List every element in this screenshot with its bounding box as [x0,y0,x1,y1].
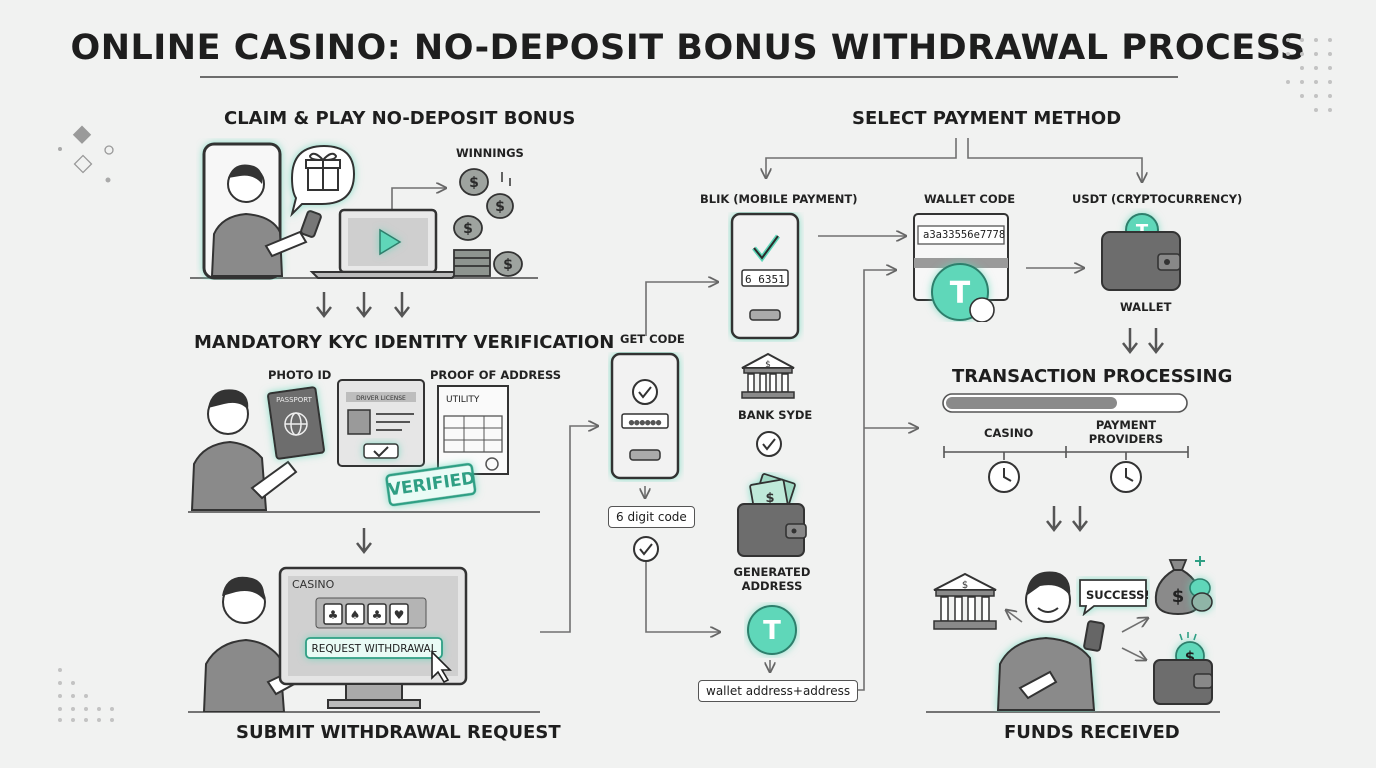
person-in-phone [210,164,322,277]
person-at-monitor [202,576,322,712]
person-with-passport [190,389,298,511]
casino-label: CASINO [984,426,1034,440]
bank-icon: $ [741,352,795,399]
success-bubble [1079,579,1147,616]
svg-text:$: $ [1185,648,1195,666]
wallet-code-label: WALLET CODE [924,192,1016,206]
svg-text:♥: ♥ [394,608,405,622]
check-icon [633,536,659,562]
down-arrows-to-processing [1122,328,1164,355]
request-withdrawal-text[interactable]: REQUEST WITHDRAWAL [311,643,436,655]
monitor-brand: CASINO [292,578,335,591]
globe-icon [284,412,308,436]
usdt-label: USDT (CRYPTOCURRENCY) [1072,192,1243,206]
wallet-with-cash-icon: $ [737,473,807,557]
six-digit-code-field[interactable]: 6 digit code [608,506,695,528]
cursor-icon [431,650,452,684]
bank-side-label: BANK SYDE [738,408,813,422]
svg-text:♣: ♣ [328,608,339,622]
passport-text: PASSPORT [276,396,313,404]
submit-illustration: CASINO ♣ ♠ ♣ ♥ REQUEST WITHDRAWAL [202,566,468,712]
down-arrows-to-received [1046,506,1088,533]
wallet-address-field[interactable]: wallet address+address [698,680,859,702]
check-icon [756,431,782,457]
driver-license-card [337,379,425,467]
happy-person-illustration [996,571,1105,711]
license-check-button [363,443,399,459]
blik-phone [730,212,800,340]
tether-icon: T [950,276,971,311]
wallet-with-coins-icon: $ [1153,632,1213,705]
laptop [309,208,461,279]
clock-icon [1110,461,1142,493]
svg-text:$: $ [1172,586,1185,607]
svg-text:$: $ [495,199,505,215]
payment-heading: SELECT PAYMENT METHOD [852,108,1122,129]
request-withdrawal-button [305,637,443,659]
kyc-illustration: PASSPORT DRIVER LICENSE UTILITY VERIFIED [190,379,509,511]
clock-icon [988,461,1020,493]
winnings-label: WINNINGS [456,146,524,160]
play-icon [379,228,402,256]
submit-heading: SUBMIT WITHDRAWAL REQUEST [236,722,561,743]
svg-text:$: $ [765,360,771,370]
down-arrows-to-kyc [316,292,410,319]
processing-timeline [943,446,1189,493]
verified-stamp [385,463,477,507]
gift-icon [305,152,341,191]
wallet-label: WALLET [1120,300,1172,314]
claim-heading: CLAIM & PLAY NO-DEPOSIT BONUS [224,108,576,129]
get-code-phone: ●●●●●● [610,352,680,480]
passport-icon [267,386,325,460]
svg-text:$: $ [765,491,774,506]
photo-id-label: PHOTO ID [268,368,332,382]
tether-icon: T [747,605,797,655]
money-bag-icon: $ [1154,556,1213,616]
decorative-dot-cluster [58,668,114,722]
bank-icon: $ [933,572,997,630]
down-arrow-to-submit [356,528,372,555]
wallet-code-window: T [913,213,1009,322]
blik-label: BLIK (MOBILE PAYMENT) [700,192,858,206]
get-code-label: GET CODE [620,332,685,346]
license-text: DRIVER LICENSE [356,395,406,402]
svg-text:$: $ [962,580,968,591]
svg-text:T: T [763,616,781,646]
success-text: SUCCESS! [1086,588,1150,602]
utility-text: UTILITY [446,395,480,405]
claim-illustration: $ $ $ $ [202,142,523,280]
decorative-diamond-shapes [58,125,114,183]
decorative-dot-grid [1286,38,1332,112]
title-divider [200,76,1178,78]
progress-bar [942,393,1188,413]
blik-code: 6 6351 [745,273,785,286]
wallet-code-value: a3a33556e7778 [923,229,1006,241]
coin-stack-icon [453,168,523,277]
kyc-heading: MANDATORY KYC IDENTITY VERIFICATION [194,332,615,353]
generated-address-label: GENERATED ADDRESS [733,565,811,593]
check-icon [632,379,658,405]
funds-received-heading: FUNDS RECEIVED [1004,722,1180,743]
processing-heading: TRANSACTION PROCESSING [952,366,1233,387]
proof-of-address-label: PROOF OF ADDRESS [430,368,562,382]
svg-text:$: $ [469,175,479,191]
svg-text:♣: ♣ [372,608,383,622]
svg-text:$: $ [463,221,473,237]
svg-text:$: $ [503,257,513,273]
page-title: ONLINE CASINO: NO-DEPOSIT BONUS WITHDRAW… [70,28,1306,68]
svg-text:●●●●●●: ●●●●●● [629,418,662,428]
payment-providers-label: PAYMENT PROVIDERS [1088,418,1164,446]
usdt-wallet-icon: T [1101,213,1181,291]
card-row: ♣ ♠ ♣ ♥ [315,597,427,629]
svg-text:♠: ♠ [350,608,361,622]
